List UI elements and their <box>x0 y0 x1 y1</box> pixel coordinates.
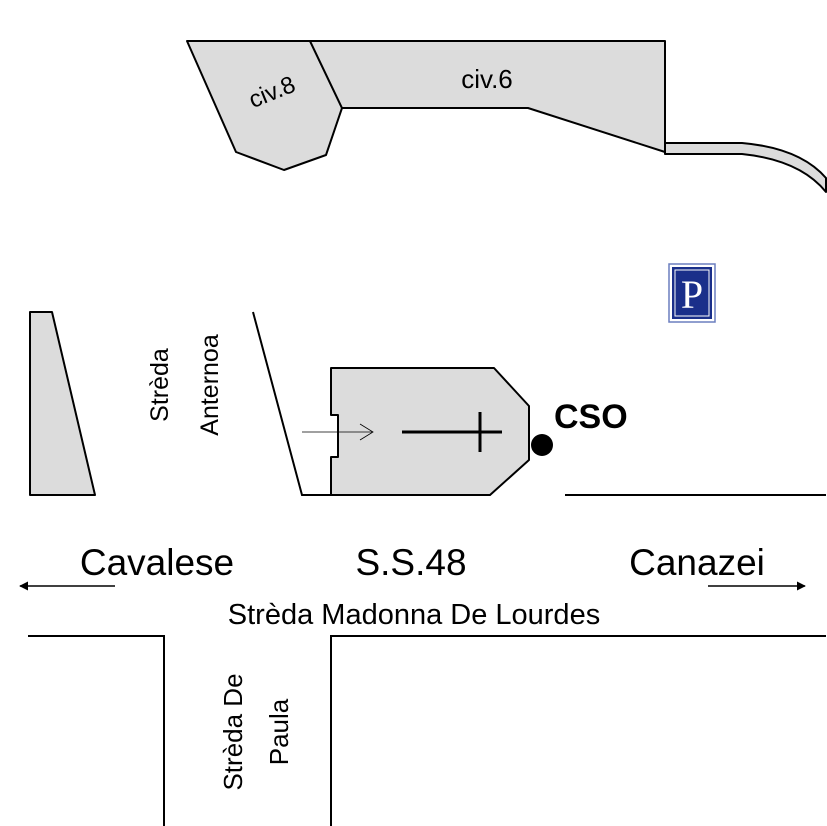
road-edge-lower-right <box>330 635 826 826</box>
highway-label-ss48: S.S.48 <box>355 542 466 583</box>
road-edge-anternoa <box>252 311 331 496</box>
street-label-madonna-de-lourdes: Strèda Madonna De Lourdes <box>228 599 600 631</box>
parking-sign-icon: P <box>668 263 716 323</box>
road-edge-lower-left <box>28 635 165 826</box>
building-civ-8: civ.8 <box>186 40 343 171</box>
entrance-arrow-icon <box>302 423 374 441</box>
building-civ-6-label: civ.6 <box>461 64 513 94</box>
street-label-anternoa: Strèda Anternoa <box>146 334 224 436</box>
parking-sign-letter: P <box>681 272 703 317</box>
walkway <box>664 142 827 193</box>
church-building <box>302 367 530 496</box>
direction-label-canazei: Canazei <box>629 542 765 583</box>
street-de-paula-line1: Strèda De <box>218 673 248 790</box>
building-left-block <box>29 311 96 496</box>
street-anternoa-line1: Strèda <box>146 348 174 422</box>
street-de-paula-line2: Paula <box>264 698 294 765</box>
cso-marker-label: CSO <box>554 398 628 436</box>
cso-marker-dot <box>531 434 553 456</box>
street-label-de-paula: Strèda De Paula <box>218 673 294 790</box>
building-civ-6: civ.6 <box>309 40 666 153</box>
street-anternoa-line2: Anternoa <box>196 334 224 436</box>
cross-icon <box>402 412 502 452</box>
direction-label-cavalese: Cavalese <box>80 542 234 583</box>
